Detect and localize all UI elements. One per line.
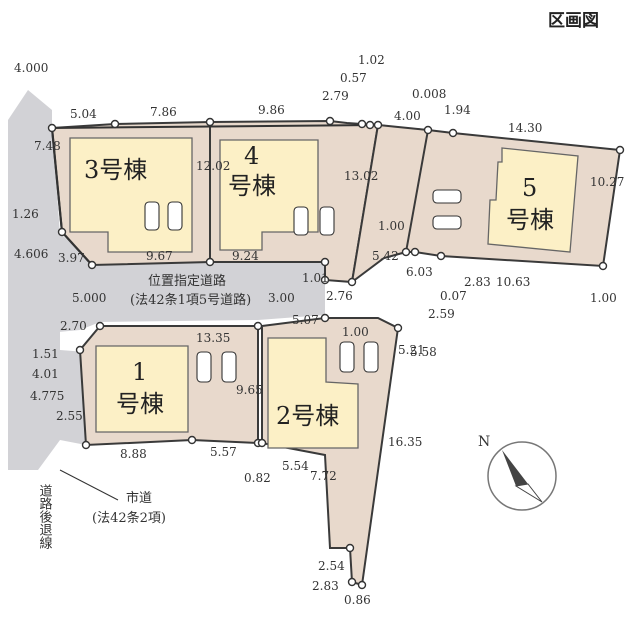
svg-text:1.94: 1.94: [444, 103, 471, 117]
svg-text:4.00: 4.00: [394, 109, 421, 123]
building-1-number: 1: [132, 358, 147, 386]
svg-text:7.86: 7.86: [150, 105, 177, 119]
svg-text:1.00: 1.00: [342, 325, 369, 339]
setback-road: [8, 90, 92, 470]
building-3-footprint: [69, 137, 193, 253]
building-2-footprint: [267, 337, 359, 449]
svg-text:1.51: 1.51: [32, 347, 59, 361]
svg-text:5.42: 5.42: [372, 249, 399, 263]
parking-cars: [144, 189, 462, 383]
svg-text:0.86: 0.86: [344, 593, 371, 607]
building-4-label: 号棟: [228, 172, 276, 200]
svg-text:8.88: 8.88: [120, 447, 147, 461]
city-road-law: (法42条2項): [92, 510, 166, 526]
building-2-label: 2号棟: [276, 402, 339, 430]
svg-text:2.59: 2.59: [428, 307, 455, 321]
svg-text:9.67: 9.67: [146, 249, 173, 263]
lot-5-flag: [350, 123, 430, 285]
svg-text:16.35: 16.35: [388, 435, 422, 449]
svg-text:1.02: 1.02: [358, 53, 385, 67]
svg-text:0.57: 0.57: [340, 71, 367, 85]
svg-text:0.008: 0.008: [412, 87, 446, 101]
svg-text:9.65: 9.65: [236, 383, 263, 397]
building-5-footprint: [487, 147, 579, 253]
svg-text:13.02: 13.02: [344, 169, 378, 183]
svg-text:7.72: 7.72: [310, 469, 337, 483]
svg-text:5.58: 5.58: [410, 345, 437, 359]
svg-text:10.27: 10.27: [590, 175, 624, 189]
svg-text:9.86: 9.86: [258, 103, 285, 117]
private-road-name: 位置指定道路: [148, 273, 226, 289]
svg-text:5.04: 5.04: [70, 107, 97, 121]
svg-text:12.02: 12.02: [196, 159, 230, 173]
svg-text:2.70: 2.70: [60, 319, 87, 333]
setback-line-label: 道路後退線: [37, 484, 53, 549]
svg-text:13.35: 13.35: [196, 331, 230, 345]
svg-text:4.775: 4.775: [30, 389, 64, 403]
svg-text:1.01: 1.01: [302, 271, 329, 285]
svg-text:5.57: 5.57: [210, 445, 237, 459]
svg-text:4.000: 4.000: [14, 61, 48, 75]
svg-text:3.97: 3.97: [58, 251, 85, 265]
building-5-label: 号棟: [506, 206, 554, 234]
private-road: [58, 232, 325, 332]
svg-text:3.00: 3.00: [268, 291, 295, 305]
svg-text:14.30: 14.30: [508, 121, 542, 135]
svg-text:2.54: 2.54: [318, 559, 345, 573]
svg-text:1.26: 1.26: [12, 207, 39, 221]
svg-text:2.79: 2.79: [322, 89, 349, 103]
north-arrow: N: [478, 434, 557, 511]
svg-text:1.00: 1.00: [378, 219, 405, 233]
svg-text:2.83: 2.83: [464, 275, 491, 289]
svg-text:0.07: 0.07: [440, 289, 467, 303]
svg-text:6.03: 6.03: [406, 265, 433, 279]
svg-text:2.55: 2.55: [56, 409, 83, 423]
svg-text:5.000: 5.000: [72, 291, 106, 305]
svg-text:0.82: 0.82: [244, 471, 271, 485]
svg-text:5.07: 5.07: [292, 313, 319, 327]
building-3-label: 3号棟: [84, 156, 147, 184]
svg-text:5.21: 5.21: [398, 343, 425, 357]
building-1-label: 号棟: [116, 390, 164, 418]
city-road-name: 市道: [126, 490, 152, 506]
svg-text:2.76: 2.76: [326, 289, 353, 303]
building-5-number: 5: [522, 174, 537, 202]
svg-text:5.54: 5.54: [282, 459, 309, 473]
svg-text:7.48: 7.48: [34, 139, 61, 153]
svg-text:4.01: 4.01: [32, 367, 59, 381]
page-title: 区画図: [548, 11, 599, 31]
building-1-footprint: [95, 345, 189, 433]
svg-text:9.24: 9.24: [232, 249, 259, 263]
dimension-labels: 4.000 5.04 7.86 9.86 2.79 1.02 0.57 4.00…: [12, 53, 624, 607]
north-label: N: [478, 434, 490, 450]
building-4-number: 4: [244, 142, 259, 170]
svg-text:10.63: 10.63: [496, 275, 530, 289]
city-road-leader: [59, 469, 119, 501]
svg-text:2.83: 2.83: [312, 579, 339, 593]
private-road-law: (法42条1項5号道路): [130, 292, 251, 308]
boundary-markers: [47, 116, 625, 590]
svg-text:1.00: 1.00: [590, 291, 617, 305]
svg-text:4.606: 4.606: [14, 247, 48, 261]
